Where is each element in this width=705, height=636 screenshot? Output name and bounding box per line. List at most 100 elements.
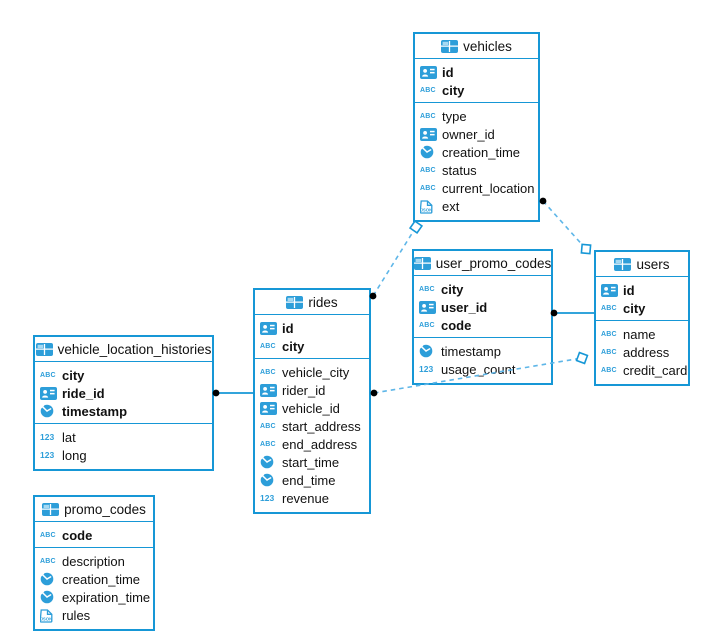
field-row: id xyxy=(255,319,369,337)
text-type-icon: ABC xyxy=(260,368,276,376)
connection-dot-endpoint xyxy=(539,197,547,205)
table-header[interactable]: vehicle_location_histories xyxy=(35,337,212,362)
table-name: vehicle_location_histories xyxy=(57,341,212,357)
timestamp-type-icon xyxy=(40,590,62,604)
field-name: end_address xyxy=(282,436,358,452)
table-name: rides xyxy=(308,294,338,310)
field-name: lat xyxy=(62,429,76,445)
text-type-icon: ABC xyxy=(260,440,276,448)
table-header[interactable]: promo_codes xyxy=(35,497,153,522)
field-name: id xyxy=(282,320,294,336)
field-row: creation_time xyxy=(415,143,538,161)
field-name: vehicle_id xyxy=(282,400,340,416)
field-row: ABC status xyxy=(415,161,538,179)
field-name: address xyxy=(623,344,670,360)
field-name: rider_id xyxy=(282,382,326,398)
field-row: ride_id xyxy=(35,384,212,402)
table-icon xyxy=(614,257,632,271)
text-type-icon: ABC xyxy=(40,371,56,379)
field-name: user_id xyxy=(441,299,488,315)
uuid-type-icon xyxy=(260,401,282,415)
field-row: creation_time xyxy=(35,570,153,588)
field-name: code xyxy=(62,527,93,543)
text-type-icon: ABC xyxy=(420,86,436,94)
timestamp-type-icon xyxy=(40,572,62,586)
svg-text:JSON: JSON xyxy=(41,616,53,621)
field-row: ABC vehicle_city xyxy=(255,363,369,381)
field-row: ABC city xyxy=(35,366,212,384)
table-header[interactable]: vehicles xyxy=(415,34,538,59)
table-vehicle_location_histories[interactable]: vehicle_location_histories ABC city ride_… xyxy=(33,335,214,471)
field-name: owner_id xyxy=(442,126,495,142)
field-name: expiration_time xyxy=(62,589,151,605)
field-row: ABC code xyxy=(35,526,153,544)
field-row: owner_id xyxy=(415,125,538,143)
text-type-icon: ABC xyxy=(601,330,617,338)
field-row: rider_id xyxy=(255,381,369,399)
table-header[interactable]: user_promo_codes xyxy=(414,251,551,276)
text-type-icon: ABC xyxy=(601,366,617,374)
timestamp-type-icon xyxy=(40,404,62,418)
table-name: promo_codes xyxy=(64,501,146,517)
table-icon xyxy=(35,342,53,356)
svg-text:JSON: JSON xyxy=(421,207,433,212)
field-name: city xyxy=(62,367,85,383)
field-name: status xyxy=(442,162,477,178)
field-row: timestamp xyxy=(35,402,212,420)
field-row: expiration_time xyxy=(35,588,153,606)
table-header[interactable]: users xyxy=(596,252,688,277)
text-type-icon: ABC xyxy=(420,166,436,174)
field-row: timestamp xyxy=(414,342,551,360)
field-row: JSON ext xyxy=(415,197,538,215)
json-type-icon: JSON xyxy=(420,199,442,214)
field-name: ext xyxy=(442,198,460,214)
field-name: id xyxy=(442,64,454,80)
table-icon xyxy=(42,502,60,516)
field-row: id xyxy=(596,281,688,299)
timestamp-type-icon xyxy=(419,344,441,358)
table-header[interactable]: rides xyxy=(255,290,369,315)
field-name: timestamp xyxy=(441,343,501,359)
uuid-type-icon xyxy=(601,283,623,297)
uuid-type-icon xyxy=(420,127,442,141)
text-type-icon: ABC xyxy=(260,342,276,350)
relationship-line-vehicles-to-users xyxy=(542,200,587,250)
table-icon xyxy=(414,256,431,270)
integer-type-icon: 123 xyxy=(419,364,434,374)
connection-diamond-endpoint xyxy=(408,219,424,235)
text-type-icon: ABC xyxy=(419,285,435,293)
field-name: vehicle_city xyxy=(282,364,350,380)
table-primary-key-section: ABC code xyxy=(35,522,153,548)
connection-square-endpoint xyxy=(580,243,592,255)
text-type-icon: ABC xyxy=(420,184,436,192)
field-name: credit_card xyxy=(623,362,688,378)
json-type-icon: JSON xyxy=(40,608,62,623)
table-icon xyxy=(441,39,459,53)
field-name: long xyxy=(62,447,87,463)
text-type-icon: ABC xyxy=(40,531,56,539)
field-row: end_time xyxy=(255,471,369,489)
field-name: code xyxy=(441,317,472,333)
field-name: start_address xyxy=(282,418,361,434)
